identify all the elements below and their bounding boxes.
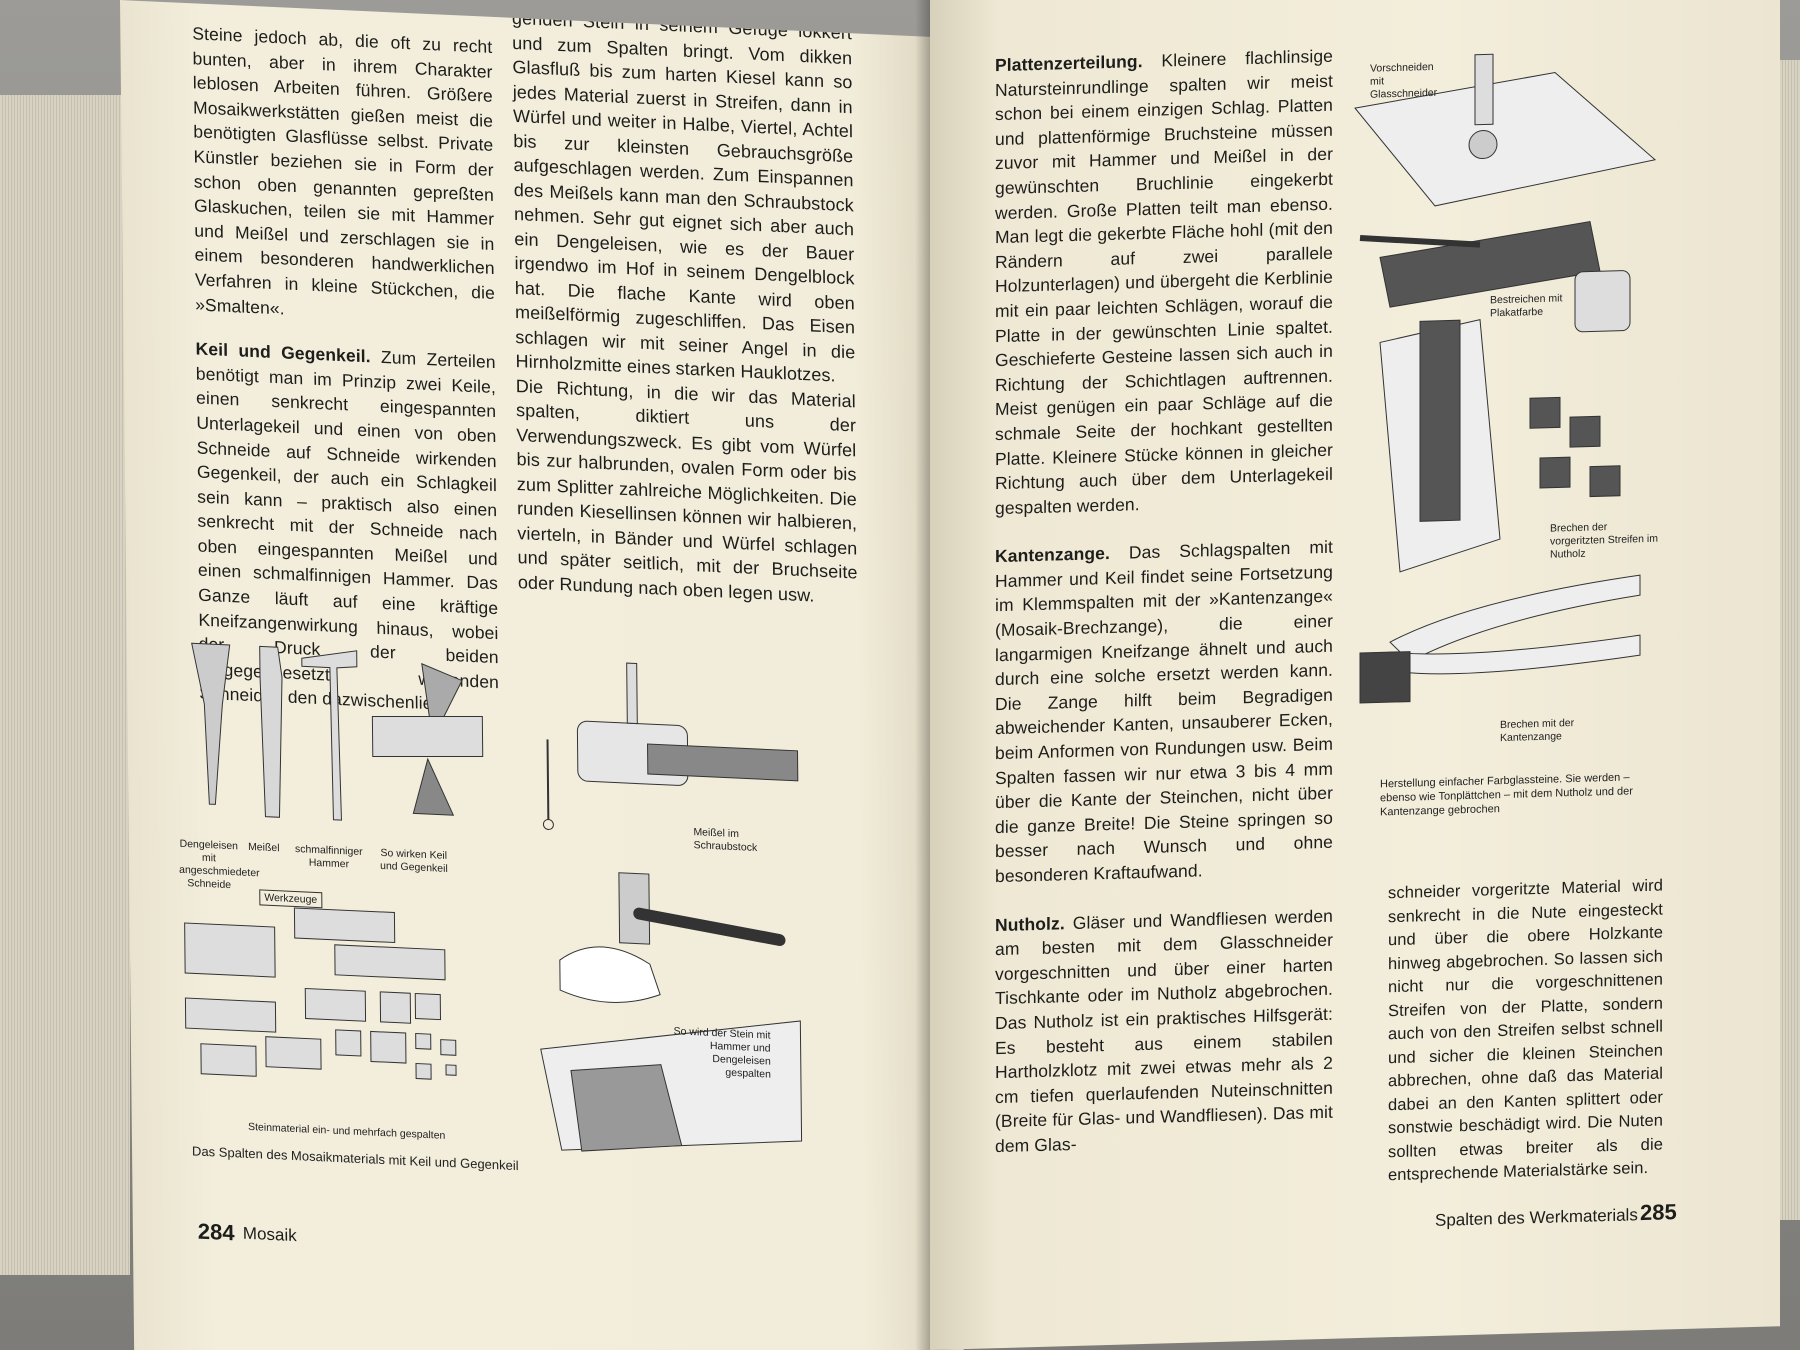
schraubstock-illustration	[542, 662, 799, 831]
caption-brechen-streifen: Brechen der vorgeritzten Streifen im Nut…	[1550, 521, 1658, 561]
right-col1-paragraph-1: Plattenzerteilung. Kleinere flachlinsige…	[995, 45, 1333, 518]
right-col2-paragraph-1: schneider vorgeritzte Material wird senk…	[1388, 876, 1663, 1185]
caption-dengeleisen: Dengeleisen mit angeschmiedeter Schneide	[179, 837, 260, 892]
left-col2-paragraph-1: genden Stein in seinem Gefüge lokkert un…	[511, 7, 856, 386]
left-folio: 284	[197, 1218, 235, 1246]
right-col1-paragraph-2: Kantenzange. Das Schlagspalten mit Hamme…	[995, 537, 1333, 887]
kantenzange-heading: Kantenzange.	[995, 543, 1110, 567]
kantenzange-illustration	[1359, 574, 1641, 704]
keil-diagram	[371, 662, 484, 816]
caption-hammer: schmalfinniger Hammer	[294, 842, 363, 871]
left-column-1: Steine jedoch ab, die oft zu recht bunte…	[192, 21, 499, 719]
caption-keil: So wirken Keil und Gegenkeil	[380, 846, 448, 875]
right-col1-paragraph-3: Nutholz. Gläser und Wandfliesen werden a…	[995, 905, 1333, 1157]
caption-werkzeuge: Werkzeuge	[259, 889, 323, 909]
left-page-edges	[0, 95, 130, 1275]
figure-caption-left: Das Spalten des Mosaikmaterials mit Keil…	[191, 1143, 519, 1174]
right-column-1: Plattenzerteilung. Kleinere flachlinsige…	[995, 44, 1333, 1159]
left-column-2: genden Stein in seinem Gefüge lokkert un…	[512, 6, 858, 610]
left-col1-paragraph-1: Steine jedoch ab, die oft zu recht bunte…	[192, 23, 495, 319]
keil-heading: Keil und Gegenkeil.	[195, 338, 371, 367]
caption-bestreichen: Bestreichen mit Plakatfarbe	[1490, 292, 1563, 320]
left-col2-paragraph-2: Die Richtung, in die wir das Material sp…	[515, 375, 858, 606]
caption-gespalten: So wird der Stein mit Hammer und Dengele…	[673, 1025, 771, 1081]
dengeleisen-tool	[191, 642, 231, 805]
bestreichen-illustration	[1359, 220, 1631, 333]
caption-vorschneiden: Vorschneiden mit Glasschneider	[1370, 60, 1438, 101]
left-page: Steine jedoch ab, die oft zu recht bunte…	[120, 0, 965, 1350]
glasschneider-illustration	[1354, 53, 1657, 207]
hand-spalten-illustration	[540, 872, 803, 1152]
meissel-tool	[259, 645, 283, 818]
right-page: Plattenzerteilung. Kleinere flachlinsige…	[930, 0, 1780, 1350]
caption-steinmaterial: Steinmaterial ein- und mehrfach gespalte…	[248, 1120, 446, 1142]
caption-brechen-zange: Brechen mit der Kantenzange	[1500, 717, 1575, 745]
nutholz-heading: Nutholz.	[995, 912, 1065, 935]
figure-caption-right: Herstellung einfacher Farbglassteine. Si…	[1380, 771, 1633, 819]
caption-meissel: Meißel	[247, 840, 280, 855]
right-column-2: schneider vorgeritzte Material wird senk…	[1388, 875, 1663, 1188]
caption-schraubstock: Meißel im Schraubstock	[693, 826, 758, 854]
right-folio: 285	[1640, 1199, 1677, 1226]
left-running-head: Mosaik	[242, 1223, 297, 1246]
tools-illustration	[191, 642, 358, 821]
plattenzerteilung-heading: Plattenzerteilung.	[995, 51, 1143, 76]
steinmaterial-illustration	[184, 907, 457, 1080]
right-running-head: Spalten des Werkmaterials	[1435, 1205, 1638, 1230]
hammer-tool	[301, 650, 358, 821]
nutholz-illustration	[1379, 319, 1621, 573]
